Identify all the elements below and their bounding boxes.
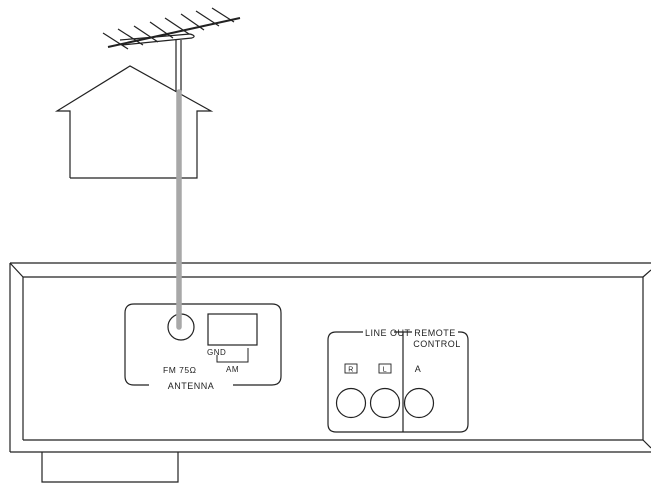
antenna-section-frame xyxy=(124,303,282,386)
rooftop-antenna xyxy=(102,7,241,92)
am-terminal-box[interactable] xyxy=(207,313,258,346)
output-section: LINE OUT REMOTE CONTROL R L A xyxy=(327,328,469,433)
r-label: R xyxy=(348,367,354,374)
am-label: AM xyxy=(226,365,239,374)
output-section-frame xyxy=(327,331,469,433)
line-out-r-jack[interactable] xyxy=(335,387,367,419)
antenna-terminal-section: FM 75Ω GND AM ANTENNA xyxy=(124,303,282,391)
tuner-rear-panel xyxy=(9,262,651,453)
tuner-foot xyxy=(41,452,179,483)
house-outline xyxy=(54,65,214,179)
gnd-label: GND xyxy=(207,348,226,357)
antenna-label: ANTENNA xyxy=(168,381,215,391)
antenna-boom xyxy=(107,17,241,48)
am-bracket xyxy=(216,348,249,363)
a-label: A xyxy=(415,364,422,374)
l-label-box xyxy=(378,363,392,374)
l-label: L xyxy=(383,367,387,374)
line-out-label: LINE OUT xyxy=(365,328,411,338)
control-label: CONTROL xyxy=(413,339,461,349)
line-out-l-jack[interactable] xyxy=(369,387,401,419)
remote-label: REMOTE xyxy=(414,328,456,338)
remote-control-a-jack[interactable] xyxy=(403,387,435,419)
fm-label: FM 75Ω xyxy=(163,365,196,375)
r-label-box xyxy=(344,363,358,374)
